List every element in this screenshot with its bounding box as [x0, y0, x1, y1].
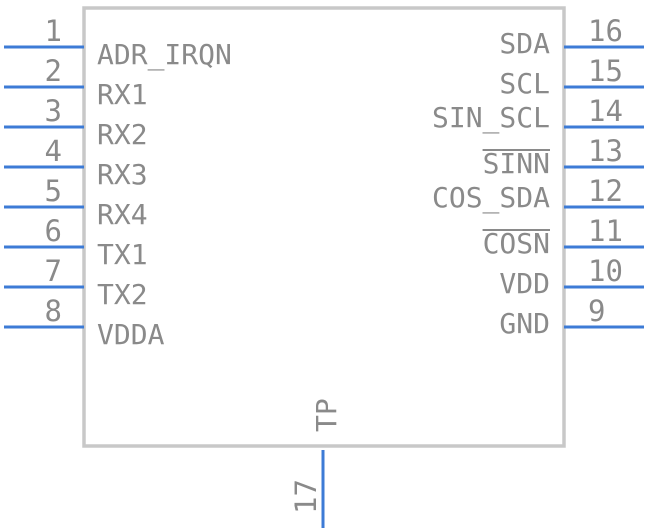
- pin-16-number: 16: [588, 14, 623, 48]
- pin-17-number: 17: [289, 479, 323, 514]
- pin-10-name: VDD: [499, 267, 550, 300]
- pin-17-name: TP: [310, 398, 343, 432]
- bottom-pin-group: TP 17: [289, 398, 343, 528]
- pin-7-number: 7: [45, 254, 62, 288]
- pin-15-name: SCL: [499, 67, 550, 100]
- pin-13-number: 13: [588, 134, 623, 168]
- pin-11-name: COSN: [483, 227, 550, 260]
- ic-body: [82, 6, 566, 448]
- pin-5-number: 5: [45, 174, 62, 208]
- pin-6-name: TX1: [97, 238, 148, 271]
- pin-7-name: TX2: [97, 278, 148, 311]
- pin-5-name: RX4: [97, 198, 148, 231]
- pin-6-number: 6: [45, 214, 62, 248]
- pin-2-name: RX1: [97, 78, 148, 111]
- pin-4-number: 4: [45, 134, 62, 168]
- pin-14-name: SIN_SCL: [432, 101, 550, 135]
- pin-12-number: 12: [588, 174, 623, 208]
- pin-8-name: VDDA: [97, 318, 165, 351]
- pin-1-number: 1: [45, 14, 62, 48]
- pin-16-name: SDA: [499, 27, 550, 60]
- pin-12-name: COS_SDA: [432, 181, 550, 215]
- pin-1-name: ADR_IRQN: [97, 38, 232, 72]
- pin-14-number: 14: [588, 94, 623, 128]
- pin-15-number: 15: [588, 54, 623, 88]
- right-pin-group: 16 SDA 15 SCL 14 SIN_SCL 13 SINN 12 COS_SDA 11 COSN…: [432, 14, 644, 340]
- pin-13-name: SINN: [483, 147, 550, 180]
- pin-4-name: RX3: [97, 158, 148, 191]
- pin-10-number: 10: [588, 254, 623, 288]
- pin-8-number: 8: [45, 294, 62, 328]
- pin-3-name: RX2: [97, 118, 148, 151]
- pin-9-number: 9: [588, 294, 605, 328]
- pin-11-number: 11: [588, 214, 623, 248]
- pin-9-name: GND: [499, 307, 550, 340]
- pin-2-number: 2: [45, 54, 62, 88]
- pin-3-number: 3: [45, 94, 62, 128]
